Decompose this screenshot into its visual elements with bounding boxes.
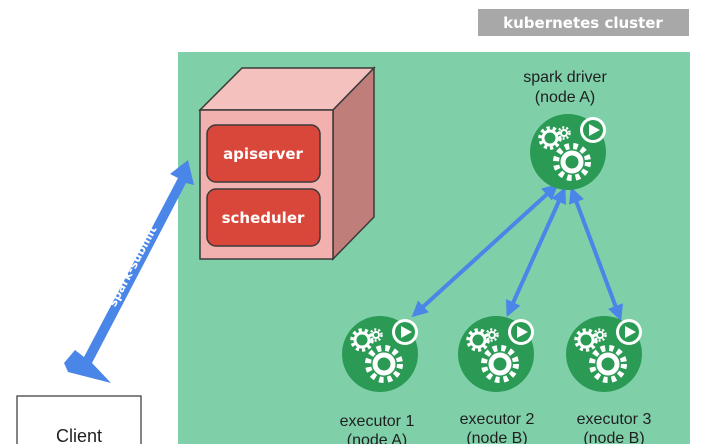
arrow-driver-executor-2 xyxy=(505,187,567,317)
driver-label-line1: spark driver xyxy=(523,69,607,86)
driver-label-line2: (node A) xyxy=(535,89,595,106)
driver-executor-arrows xyxy=(411,183,623,321)
apiserver-box xyxy=(206,124,321,183)
scheduler-label: scheduler xyxy=(222,209,305,227)
gears-play-icon xyxy=(530,114,606,190)
client-node: Client xyxy=(16,395,142,444)
spark-submit-arrow: spark-submit xyxy=(64,160,194,383)
spark-submit-label: spark-submit xyxy=(105,223,159,309)
apiserver-label: apiserver xyxy=(223,145,303,163)
executor-1-label-line1: executor 1 xyxy=(340,413,415,430)
executor-1-label-line2: (node A) xyxy=(347,432,407,444)
client-label: Client xyxy=(56,426,102,444)
arrow-driver-executor-3 xyxy=(569,187,623,321)
executor-3: executor 3 (node B) xyxy=(566,316,651,444)
master-node: apiserver scheduler xyxy=(198,66,376,261)
cluster-title-bar: kubernetes cluster xyxy=(478,9,689,36)
cluster-title: kubernetes cluster xyxy=(503,14,663,32)
executor-2-label-line1: executor 2 xyxy=(460,411,535,428)
executor-2-label-line2: (node B) xyxy=(466,430,527,444)
spark-driver: spark driver (node A) xyxy=(523,69,607,190)
executor-3-label-line1: executor 3 xyxy=(577,411,652,428)
executor-3-label-line2: (node B) xyxy=(583,430,644,444)
gears-play-icon xyxy=(566,316,642,392)
executor-2: executor 2 (node B) xyxy=(458,316,534,444)
executor-1: executor 1 (node A) xyxy=(340,316,418,444)
gears-play-icon xyxy=(458,316,534,392)
scheduler-box xyxy=(206,188,321,247)
gears-play-icon xyxy=(342,316,418,392)
